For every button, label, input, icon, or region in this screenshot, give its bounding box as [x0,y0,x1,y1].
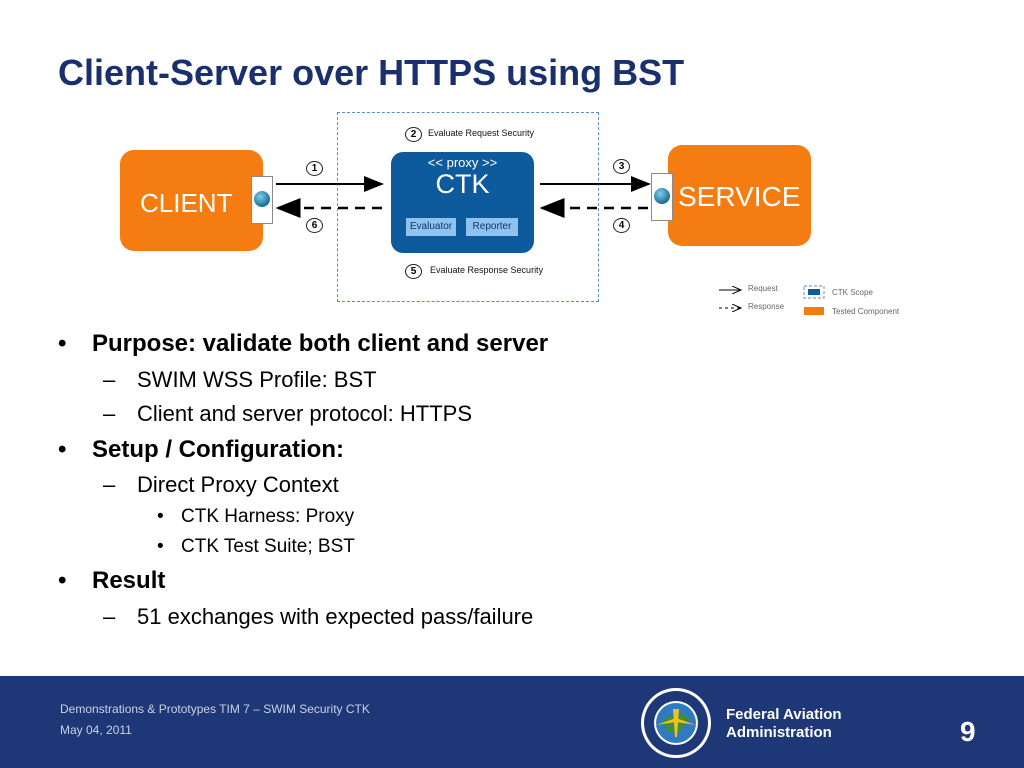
bullet-dot: • [157,506,164,527]
sub-sub-bullet-harness: • CTK Harness: Proxy [157,506,354,528]
bullet-dot: • [157,536,164,557]
service-lock-icon [651,173,673,221]
service-box: SERVICE [668,145,811,246]
client-label: CLIENT [140,188,233,218]
faa-seal-logo [641,688,711,758]
sub-sub-bullet-suite: • CTK Test Suite; BST [157,536,355,558]
faa-name-line2: Administration [726,724,832,741]
faa-name-line1: Federal Aviation [726,706,842,723]
client-lock-icon [251,176,273,224]
evaluate-request-label: Evaluate Request Security [428,128,535,138]
legend-tested-component-label: Tested Component [832,307,900,316]
ctk-label: CTK [435,169,490,199]
bullet-result-text: Result [92,567,166,594]
page-number: 9 [960,716,976,747]
footer-bar [0,676,1024,768]
dash: – [103,472,116,497]
evaluator-box: Evaluator [406,218,456,236]
legend-ctk-scope-label: CTK Scope [832,288,873,297]
ctk-box: << proxy >> CTK Evaluator Reporter [391,152,534,253]
bullet-setup-text: Setup / Configuration: [92,436,344,463]
bullet-dot: • [58,436,67,463]
footer-date: May 04, 2011 [60,723,132,737]
footer-presentation-title: Demonstrations & Prototypes TIM 7 – SWIM… [60,702,370,716]
legend-response-label: Response [748,302,785,311]
dash: – [103,401,116,426]
evaluate-response-label: Evaluate Response Security [430,265,544,275]
sub-sub-bullet-suite-text: CTK Test Suite; BST [181,536,355,557]
sub-bullet-exchanges-text: 51 exchanges with expected pass/failure [137,604,534,629]
dash: – [103,367,116,392]
slide-title: Client-Server over HTTPS using BST [58,52,685,93]
faa-name: Federal Aviation Administration [726,706,842,742]
sub-bullet-profile-text: SWIM WSS Profile: BST [137,367,377,392]
step-5-badge: 5 [405,264,422,279]
sub-bullet-context-text: Direct Proxy Context [137,472,339,497]
step-4-badge: 4 [613,218,630,233]
sub-sub-bullet-harness-text: CTK Harness: Proxy [181,506,355,527]
sub-bullet-context: – Direct Proxy Context [103,472,339,498]
legend-tested-swatch [804,307,824,315]
sub-bullet-protocol: – Client and server protocol: HTTPS [103,401,472,427]
bullet-purpose-text: Purpose: validate both client and server [92,330,549,357]
sub-bullet-profile: – SWIM WSS Profile: BST [103,367,377,393]
ctk-proxy-label: << proxy >> [427,155,498,170]
sub-bullet-protocol-text: Client and server protocol: HTTPS [137,401,473,426]
bullet-dot: • [58,567,67,594]
dash: – [103,604,116,629]
step-3-badge: 3 [613,159,630,174]
client-box: CLIENT [120,150,263,251]
legend-scope-swatch [803,285,825,299]
sub-bullet-exchanges: – 51 exchanges with expected pass/failur… [103,604,533,630]
step-2-badge: 2 [405,127,422,142]
reporter-box: Reporter [466,218,518,236]
bullet-dot: • [58,330,67,357]
legend-request-label: Request [748,284,778,293]
service-label: SERVICE [678,181,801,212]
step-6-badge: 6 [306,218,323,233]
step-1-badge: 1 [306,161,323,176]
